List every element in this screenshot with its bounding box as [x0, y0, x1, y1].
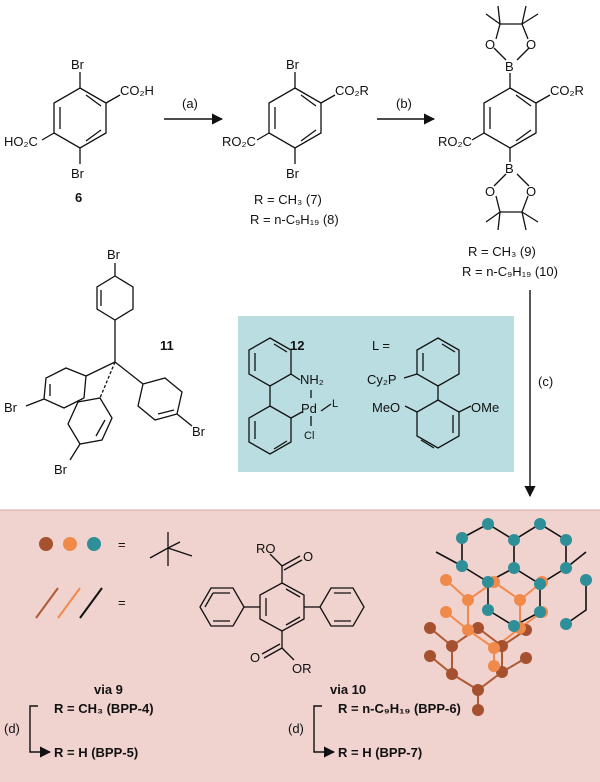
compound-6-number: 6 — [75, 190, 82, 205]
esters-br-top: Br — [286, 57, 300, 72]
step-a-label: (a) — [182, 96, 198, 111]
node-legend: = — [39, 532, 193, 566]
boron-bottom: B — [505, 161, 514, 176]
compound-11-br-bottom: Br — [54, 462, 68, 477]
catalyst-ome: OMe — [471, 400, 499, 415]
node-equals: = — [118, 537, 126, 552]
linker-o-bottom: O — [250, 650, 260, 665]
boronates-r-line-2: R = n-C₉H₁₉ (10) — [462, 264, 558, 279]
compound-11-number: 11 — [160, 338, 174, 353]
terphenyl-linker: O RO O OR — [199, 541, 365, 676]
oxygen-top-left: O — [485, 37, 495, 52]
compound-11-br-top: Br — [107, 247, 121, 262]
bpp-5: R = H (BPP-5) — [54, 745, 138, 760]
catalyst-cl: Cl — [304, 430, 314, 442]
boronates-9-10: B O O B O O CO₂R RO₂C R = CH₃ (9) R = n-… — [438, 5, 584, 279]
strand-brown — [35, 587, 59, 619]
catalyst-l: L — [332, 398, 338, 410]
esters-7-8: Br Br CO₂R RO₂C R = CH₃ (7) R = n-C₉H₁₉ … — [222, 57, 369, 227]
boronates-ro2c: RO₂C — [438, 134, 472, 149]
step-c-label: (c) — [538, 374, 553, 389]
compound-11: Br Br Br Br 11 — [4, 247, 206, 477]
strand-black — [79, 587, 103, 619]
oxygen-bottom-right: O — [526, 184, 536, 199]
step-d-left: (d) R = CH₃ (BPP-4) R = H (BPP-5) — [4, 701, 154, 760]
compound-11-br-left: Br — [4, 400, 18, 415]
step-d-right: (d) R = n-C₉H₁₉ (BPP-6) R = H (BPP-7) — [288, 701, 461, 760]
bottom-panel — [0, 510, 600, 782]
bpp-6: R = n-C₉H₁₉ (BPP-6) — [338, 701, 461, 716]
strand-equals: = — [118, 595, 126, 610]
compound-6: Br Br CO₂H HO₂C 6 — [4, 57, 154, 205]
bpp-4: R = CH₃ (BPP-4) — [54, 701, 154, 716]
esters-br-bottom: Br — [286, 166, 300, 181]
node-teal — [87, 537, 101, 551]
esters-ro2c: RO₂C — [222, 134, 256, 149]
compound-6-ho2c: HO₂C — [4, 134, 38, 149]
catalyst-nh2: NH₂ — [300, 372, 324, 387]
step-d-left-label: (d) — [4, 721, 20, 736]
linker-or-bottom: OR — [292, 661, 312, 676]
catalyst-meo: MeO — [372, 400, 400, 415]
catalyst-pd: Pd — [301, 401, 317, 416]
catalyst-cy2p: Cy₂P — [367, 372, 397, 387]
compound-6-br-bottom: Br — [71, 166, 85, 181]
network-teal-nodes — [456, 518, 592, 632]
oxygen-top-right: O — [526, 37, 536, 52]
strand-legend: = — [35, 587, 126, 619]
via-10-label: via 10 — [330, 682, 366, 697]
step-b-label: (b) — [396, 96, 412, 111]
node-orange — [63, 537, 77, 551]
esters-co2r: CO₂R — [335, 83, 369, 98]
diamondoid-network — [424, 518, 592, 716]
linker-o-top: O — [303, 549, 313, 564]
compound-11-br-right: Br — [192, 424, 206, 439]
boronates-r-line-1: R = CH₃ (9) — [468, 244, 536, 259]
esters-r-line-2: R = n-C₉H₁₉ (8) — [250, 212, 339, 227]
catalyst-l-equals: L = — [372, 338, 390, 353]
boronates-co2r: CO₂R — [550, 83, 584, 98]
step-d-right-label: (d) — [288, 721, 304, 736]
compound-6-br-top: Br — [71, 57, 85, 72]
oxygen-bottom-left: O — [485, 184, 495, 199]
strand-orange — [57, 587, 81, 619]
boron-top: B — [505, 59, 514, 74]
linker-ro-top: RO — [256, 541, 276, 556]
via-9-label: via 9 — [94, 682, 123, 697]
compound-6-co2h: CO₂H — [120, 83, 154, 98]
catalyst-number: 12 — [290, 338, 304, 353]
node-brown — [39, 537, 53, 551]
catalyst-12: 12 NH₂ Pd L Cl L = Cy₂P MeO OMe — [248, 337, 499, 455]
esters-r-line-1: R = CH₃ (7) — [254, 192, 322, 207]
bpp-7: R = H (BPP-7) — [338, 745, 422, 760]
